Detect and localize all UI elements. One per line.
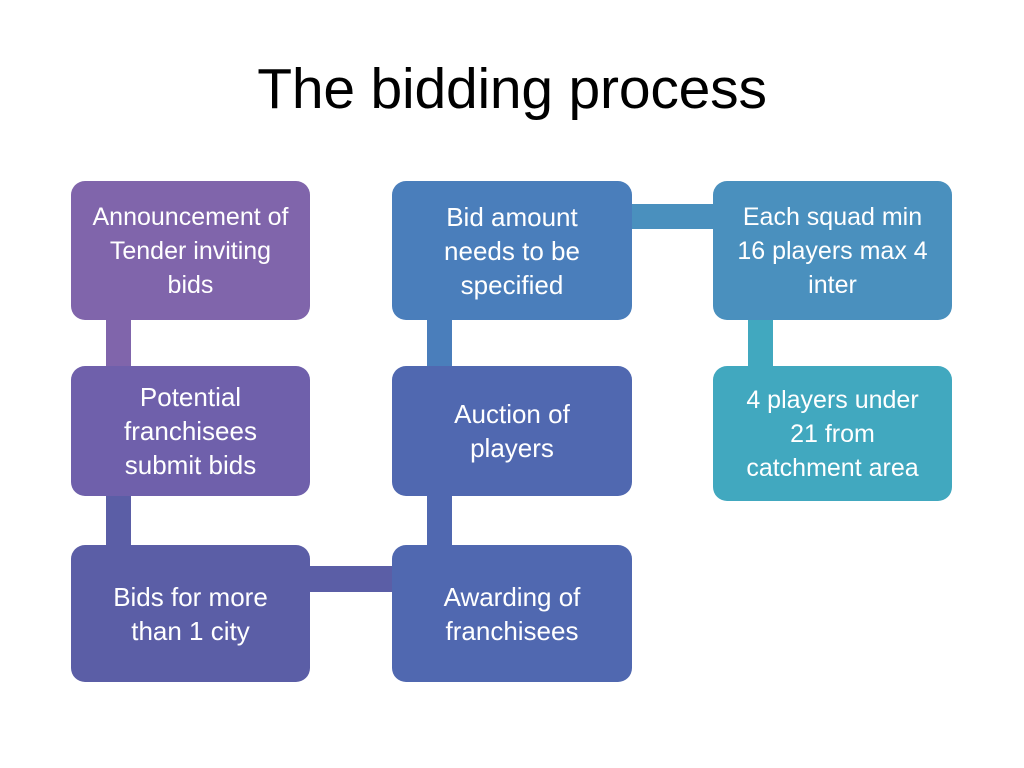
flowchart-node-bids-for-more-than-1-city[interactable]: Bids for more than 1 city [71,545,310,682]
node-label: Bids for more than 1 city [113,581,268,646]
connector-each-squad-to-four-players [748,320,773,366]
connector-potential-to-bids-for-more [106,496,131,545]
flowchart-node-bid-amount-needs-specified[interactable]: Bid amount needs to be specified [392,181,632,320]
flowchart-node-potential-franchisees-submit-bids[interactable]: Potential franchisees submit bids [71,366,310,496]
connector-bids-for-more-to-awarding [310,566,392,592]
flowchart-node-auction-of-players[interactable]: Auction of players [392,366,632,496]
node-label: 4 players under 21 from catchment area [746,385,919,482]
node-label: Each squad min 16 players max 4 inter [737,202,928,299]
node-label: Bid amount needs to be specified [444,201,580,300]
connector-bid-amount-to-each-squad [632,204,713,229]
node-label: Announcement of Tender inviting bids [92,202,289,299]
node-label: Potential franchisees submit bids [124,382,257,480]
flowchart-node-awarding-of-franchisees[interactable]: Awarding of franchisees [392,545,632,682]
page-title: The bidding process [257,57,767,121]
connector-bid-amount-to-auction [427,320,452,366]
flowchart-node-announcement-of-tender[interactable]: Announcement of Tender inviting bids [71,181,310,320]
flowchart-node-four-players-under-21[interactable]: 4 players under 21 from catchment area [713,366,952,501]
node-label: Awarding of franchisees [443,581,581,646]
connector-auction-to-awarding [427,496,452,545]
node-label: Auction of players [454,399,570,463]
connector-announcement-to-potential [106,320,131,366]
flowchart-node-each-squad-min-16-players[interactable]: Each squad min 16 players max 4 inter [713,181,952,320]
